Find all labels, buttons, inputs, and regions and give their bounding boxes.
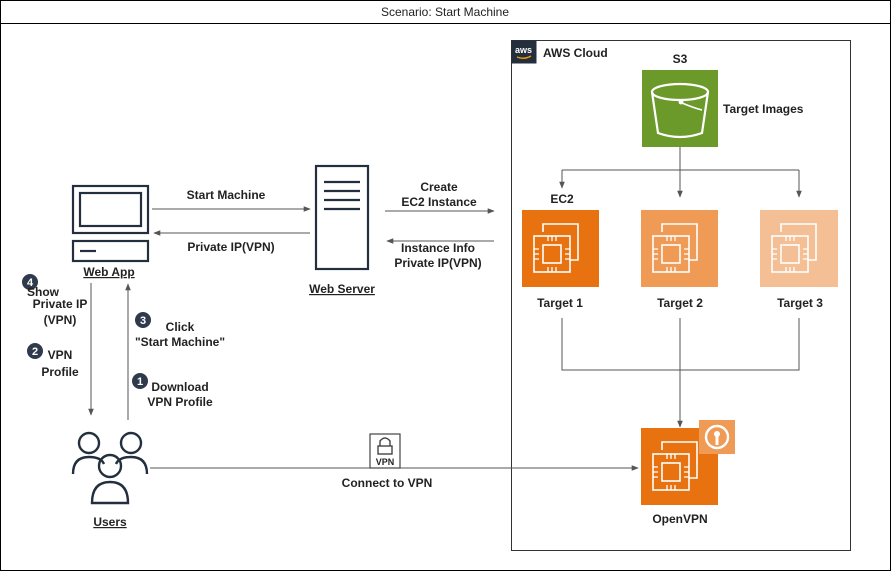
diagram-title: Scenario: Start Machine — [381, 5, 509, 19]
users-label: Users — [93, 515, 127, 529]
step-4-line3: (VPN) — [44, 313, 77, 327]
step-1-line2: VPN Profile — [147, 395, 213, 409]
svg-text:2: 2 — [32, 346, 38, 358]
step-1-badge: 1 — [132, 373, 148, 389]
svg-text:4: 4 — [27, 277, 34, 289]
web-server-label: Web Server — [309, 282, 375, 296]
ec2-label: EC2 — [550, 192, 574, 206]
target-1-ec2-icon — [522, 210, 599, 287]
s3-caption: Target Images — [723, 102, 804, 116]
aws-cloud-label: AWS Cloud — [543, 46, 608, 60]
step-4-badge: 4 — [22, 274, 38, 290]
step-2-line2: Profile — [41, 365, 79, 379]
step-3-line1: Click — [166, 320, 195, 334]
step-3-line2: "Start Machine" — [135, 335, 225, 349]
s3-bucket-icon — [642, 70, 718, 147]
target-3-label: Target 3 — [777, 296, 823, 310]
openvpn-label: OpenVPN — [652, 512, 707, 526]
openvpn-logo-icon — [699, 420, 735, 454]
web-app-label: Web App — [83, 265, 134, 279]
s3-label: S3 — [673, 52, 688, 66]
svg-text:1: 1 — [137, 376, 143, 388]
aws-cloud-group — [511, 40, 851, 551]
step-2-badge: 2 — [27, 343, 43, 359]
instance-info-line2: Private IP(VPN) — [394, 256, 481, 270]
svg-text:3: 3 — [140, 315, 146, 327]
svg-text:aws: aws — [515, 45, 532, 55]
vpn-lock-icon: VPN — [369, 433, 401, 469]
target-1-label: Target 1 — [537, 296, 583, 310]
step-2-line1: VPN — [48, 348, 73, 362]
aws-logo-icon: aws — [511, 40, 537, 64]
target-2-label: Target 2 — [657, 296, 703, 310]
target-2-ec2-icon — [641, 210, 718, 287]
step-4-line2: Private IP — [33, 297, 88, 311]
step-3-badge: 3 — [135, 312, 151, 328]
private-ip-label: Private IP(VPN) — [187, 240, 274, 254]
create-label-line2: EC2 Instance — [401, 195, 477, 209]
connect-vpn-label: Connect to VPN — [342, 476, 433, 490]
instance-info-line1: Instance Info — [401, 241, 475, 255]
create-label-line1: Create — [420, 180, 458, 194]
step-1-line1: Download — [151, 380, 208, 394]
start-machine-label: Start Machine — [187, 188, 266, 202]
step-4-line1: Show — [27, 285, 60, 299]
users-icon — [71, 431, 149, 505]
target-3-ec2-icon — [760, 210, 838, 287]
web-app-computer-icon — [71, 184, 150, 263]
svg-text:VPN: VPN — [376, 457, 395, 467]
web-server-icon — [314, 164, 370, 271]
